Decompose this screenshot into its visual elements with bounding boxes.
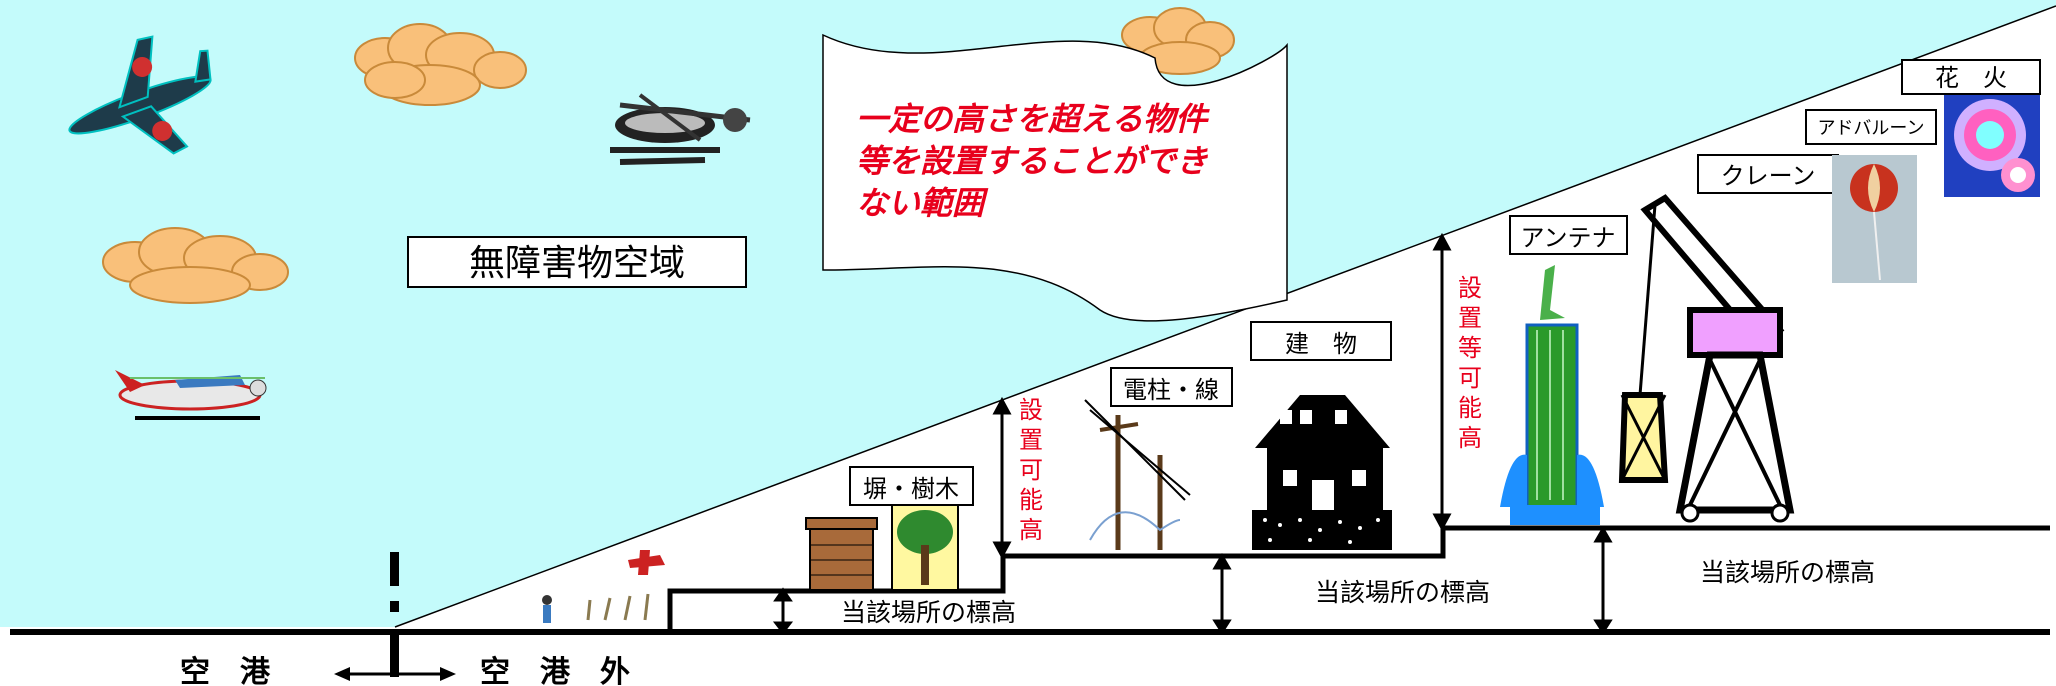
utility-pole-icon <box>1084 399 1191 550</box>
vertical-char: 能 <box>1019 486 1043 514</box>
fireworks-label: 花 火 <box>1935 64 2007 92</box>
installable-height-label-short: 設 置 可 能 高 <box>1019 396 1043 544</box>
person-icon <box>542 595 552 623</box>
vertical-char: 可 <box>1019 456 1043 484</box>
airspace-label-box <box>407 236 747 288</box>
vertical-char: 等 <box>1458 334 1482 362</box>
restricted-text-line-2: 等を設置することができ <box>856 142 1208 180</box>
airplane-icon <box>68 35 212 155</box>
elevation-label-2: 当該場所の標高 <box>1315 578 1490 607</box>
boundary-mark-bottom <box>390 632 399 677</box>
approach-surface-line <box>394 5 2056 628</box>
elevation-label-3: 当該場所の標高 <box>1700 558 1875 587</box>
crane-label: クレーン <box>1721 162 1816 190</box>
fence-tree-label-box <box>849 466 974 506</box>
fireworks-label-box <box>1901 59 2041 95</box>
balloon-label: アドバルーン <box>1817 118 1924 139</box>
cloud-icon <box>102 227 289 304</box>
wall-icon <box>805 517 878 591</box>
ad-balloon-icon <box>1832 155 1917 283</box>
small-airplane-icon <box>628 550 665 575</box>
fireworks-icon <box>1944 94 2040 197</box>
vertical-char: 高 <box>1019 516 1043 544</box>
vertical-char: 能 <box>1458 394 1482 422</box>
fence-tree-label: 塀・樹木 <box>863 475 959 503</box>
elevation-arrow-1 <box>772 587 794 635</box>
crane-label-box <box>1697 154 1839 194</box>
cloud-icon <box>1121 7 1235 75</box>
cloud-icon <box>354 23 527 106</box>
seaplane-icon <box>115 370 267 420</box>
balloon-label-box <box>1805 109 1937 145</box>
restricted-text-line-1: 一定の高さを超える物件 <box>856 100 1210 138</box>
antenna-label: アンテナ <box>1520 224 1615 252</box>
restricted-text-line-3: ない範囲 <box>856 184 989 222</box>
boundary-mark-mid <box>390 601 399 612</box>
outside-airport-label: 空 港 外 <box>480 655 630 686</box>
pole-line-label: 電柱・線 <box>1123 376 1219 404</box>
restricted-area-banner <box>822 33 1288 322</box>
vertical-char: 高 <box>1458 424 1482 452</box>
antenna-label-box <box>1509 215 1628 255</box>
airport-direction-arrow <box>334 667 390 681</box>
boundary-mark-top <box>390 552 399 586</box>
elevation-arrow-2 <box>1212 553 1232 635</box>
vertical-char: 設 <box>1458 274 1482 302</box>
crane-icon <box>1618 194 1795 523</box>
installable-height-arrow-long <box>1432 232 1452 532</box>
vertical-char: 置 <box>1458 304 1482 332</box>
installable-height-label-long: 設 置 等 可 能 高 <box>1458 274 1482 452</box>
grass-icon <box>586 593 650 621</box>
airport-label: 空 港 <box>180 655 271 686</box>
antenna-tower-icon <box>1500 265 1604 525</box>
installable-height-arrow-short <box>992 396 1012 560</box>
elevation-label-1: 当該場所の標高 <box>841 598 1016 627</box>
outside-airport-direction-arrow <box>399 667 456 681</box>
building-label: 建 物 <box>1285 330 1357 358</box>
vertical-char: 設 <box>1019 396 1043 424</box>
elevation-arrow-3 <box>1593 526 1613 635</box>
house-icon <box>1252 395 1392 550</box>
vertical-char: 可 <box>1458 364 1482 392</box>
building-label-box <box>1250 321 1392 361</box>
tree-icon <box>891 504 959 591</box>
helicopter-icon <box>610 93 751 165</box>
pole-line-label-box <box>1110 367 1233 407</box>
vertical-char: 置 <box>1019 426 1043 454</box>
airspace-label: 無障害物空域 <box>469 243 685 284</box>
obstacle-free-airspace <box>0 0 2056 627</box>
